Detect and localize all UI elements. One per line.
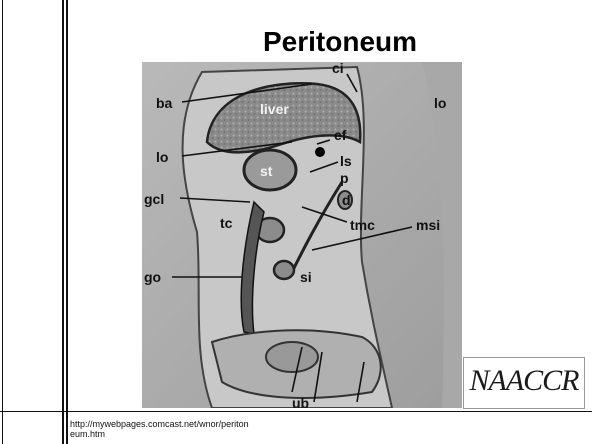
- label-p: p: [340, 170, 349, 186]
- label-ls: ls: [340, 153, 352, 169]
- margin-line-outer: [62, 0, 64, 444]
- peritoneum-diagram: ci lo ba liver ef lo st ls p gcl d tc tm…: [142, 62, 462, 408]
- source-url-line-1: http://mywebpages.comcast.net/wnor/perit…: [70, 419, 330, 429]
- label-lo-left: lo: [156, 149, 168, 165]
- label-lo-right: lo: [434, 95, 446, 111]
- source-url[interactable]: http://mywebpages.comcast.net/wnor/perit…: [70, 419, 330, 439]
- label-st: st: [260, 163, 273, 179]
- label-ci: ci: [332, 62, 344, 76]
- label-tc: tc: [220, 215, 233, 231]
- label-tmc: tmc: [350, 217, 375, 233]
- label-liver: liver: [260, 101, 289, 117]
- naaccr-logo: NAACCR: [463, 357, 585, 409]
- small-intestine: [274, 261, 294, 279]
- source-url-line-2: eum.htm: [70, 429, 330, 439]
- epiploic-foramen-dot: [315, 147, 325, 157]
- label-si: si: [300, 269, 312, 285]
- label-gcl: gcl: [144, 191, 164, 207]
- label-go: go: [144, 269, 161, 285]
- label-d: d: [342, 192, 351, 208]
- naaccr-logo-text: NAACCR: [464, 364, 584, 398]
- urinary-bladder: [266, 342, 318, 372]
- footer-rule: [0, 411, 592, 412]
- label-ub: ub: [292, 395, 309, 408]
- label-msi: msi: [416, 217, 440, 233]
- margin-line-inner: [66, 0, 68, 444]
- left-border-line: [2, 0, 3, 444]
- label-ef: ef: [334, 127, 347, 143]
- slide-title: Peritoneum: [200, 26, 480, 58]
- label-ba: ba: [156, 95, 173, 111]
